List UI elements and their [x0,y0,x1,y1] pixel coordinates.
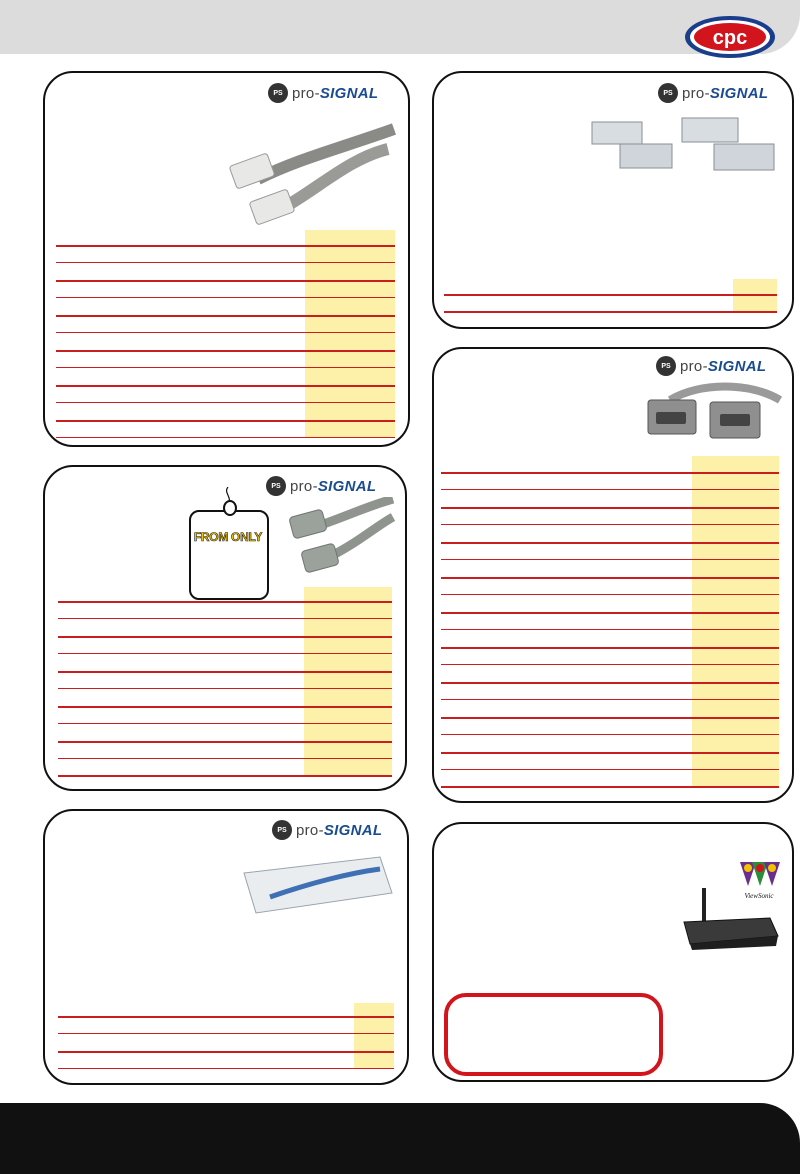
price-column [692,456,779,787]
table-row [58,775,392,777]
table-row [56,385,395,387]
table-row [58,653,392,654]
viewsonic-logo: ViewSonic [740,862,780,900]
table-row [58,636,392,638]
table-row [444,311,777,313]
table-row [58,1016,394,1018]
table-row [58,723,392,724]
table-row [441,577,779,579]
table-row [58,688,392,689]
svg-text:cpc: cpc [713,27,747,49]
table-row [56,367,395,368]
pro-signal-badge-icon: PS [656,356,676,376]
pro-signal-badge-icon: PS [266,476,286,496]
pro-signal-badge-icon: PS [268,83,288,103]
promo-outline-box [444,993,663,1076]
table-row [56,350,395,352]
table-row [441,786,779,788]
product-card-network-switch [43,809,409,1085]
table-row [441,664,779,665]
table-row [441,752,779,754]
table-row [441,629,779,630]
table-row [58,601,392,603]
table-row [58,706,392,708]
footer-bar [0,1103,800,1174]
patch-cable-image [289,497,395,573]
tag-hole-icon [223,500,237,516]
tag-from-only-label: FROM ONLY [193,530,263,545]
table-row [441,769,779,770]
table-row [441,542,779,544]
table-row [441,612,779,614]
table-row [441,734,779,735]
table-row [56,420,395,422]
vga-cable-image [647,382,783,439]
table-row [58,741,392,743]
table-row [441,682,779,684]
table-row [441,507,779,509]
table-row [444,294,777,296]
svg-text:ViewSonic: ViewSonic [744,892,774,900]
table-row [56,297,395,298]
table-row [58,671,392,673]
pro-signal-logo: PS pro-SIGNAL [266,476,376,496]
cpc-logo: cpc [685,16,775,58]
table-row [56,437,395,438]
table-row [58,618,392,619]
price-column [305,230,395,438]
pro-signal-logo: PS pro-SIGNAL [272,820,382,840]
pro-signal-badge-icon: PS [272,820,292,840]
table-row [441,559,779,560]
table-row [441,472,779,474]
pro-signal-logo: PS pro-SIGNAL [658,83,768,103]
table-row [58,1033,394,1034]
table-row [441,717,779,719]
pro-signal-logo: PS pro-SIGNAL [656,356,766,376]
table-row [58,758,392,759]
table-row [441,699,779,700]
header-bar [0,0,800,54]
table-row [56,262,395,263]
table-row [441,524,779,525]
table-row [56,332,395,333]
table-row [56,402,395,403]
splitter-boxes-image [591,117,775,171]
patch-cable-image [229,123,396,225]
table-row [56,315,395,317]
table-row [58,1068,394,1069]
pro-signal-badge-icon: PS [658,83,678,103]
table-row [58,1051,394,1053]
price-column [354,1003,394,1068]
table-row [441,647,779,649]
table-row [441,489,779,490]
pro-signal-logo: PS pro-SIGNAL [268,83,378,103]
table-row [441,594,779,595]
table-row [56,245,395,247]
wireless-router-image [683,888,779,950]
network-switch-image [243,856,393,914]
table-row [56,280,395,282]
price-tag [189,510,269,600]
price-column [304,587,392,775]
